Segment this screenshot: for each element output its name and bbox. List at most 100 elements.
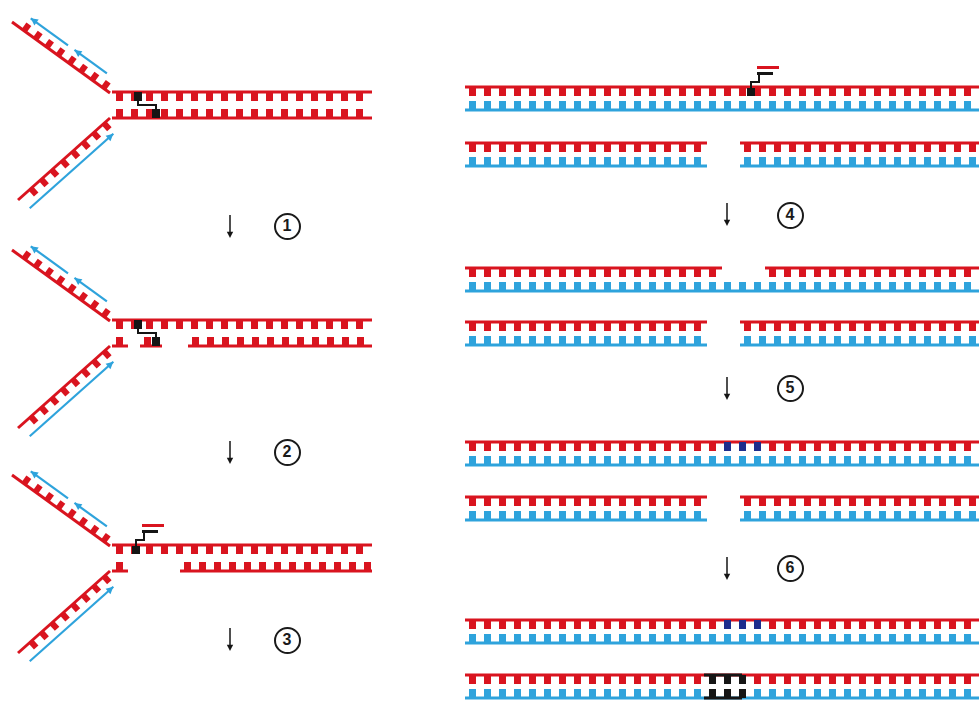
base-rung <box>634 511 641 520</box>
base-rung <box>679 675 686 684</box>
base-rung <box>859 456 866 465</box>
base-rung <box>754 634 761 643</box>
arrow-head <box>74 278 82 285</box>
base-rung <box>529 675 536 684</box>
base-rung <box>544 442 551 451</box>
base-rung <box>73 604 78 610</box>
base-rung <box>679 634 686 643</box>
base-rung <box>874 282 881 291</box>
new-strand-arrow <box>30 587 114 662</box>
arrow-head <box>724 220 730 226</box>
base-rung <box>919 620 926 629</box>
base-rung <box>92 74 97 80</box>
base-rung <box>859 101 866 110</box>
base-rung <box>514 143 521 152</box>
base-rung <box>969 511 976 520</box>
base-rung <box>589 511 596 520</box>
base-rung <box>604 157 611 166</box>
base-rung <box>24 24 29 30</box>
base-rung <box>544 268 551 277</box>
base-rung <box>544 675 551 684</box>
base-rung <box>859 675 866 684</box>
base-rung <box>116 109 123 118</box>
base-rung <box>499 442 506 451</box>
base-rung <box>889 268 896 277</box>
base-rung <box>964 442 971 451</box>
base-rung <box>222 337 229 346</box>
base-rung <box>709 268 716 277</box>
base-rung <box>266 545 273 554</box>
base-rung <box>694 689 701 698</box>
base-rung <box>649 689 656 698</box>
base-rung <box>619 268 626 277</box>
base-rung <box>769 689 776 698</box>
base-rung <box>484 442 491 451</box>
base-rung <box>879 336 886 345</box>
base-rung <box>73 151 78 157</box>
base-rung <box>919 456 926 465</box>
base-rung <box>176 545 183 554</box>
base-rung <box>559 282 566 291</box>
new-strand-arrow <box>31 246 68 273</box>
base-rung <box>589 268 596 277</box>
base-rung <box>41 407 46 413</box>
base-rung <box>514 620 521 629</box>
base-rung <box>789 157 796 166</box>
base-rung <box>894 143 901 152</box>
base-rung <box>266 109 273 118</box>
arrow-head <box>31 471 39 478</box>
base-rung <box>484 322 491 331</box>
base-rung <box>161 92 168 101</box>
base-rung <box>619 101 626 110</box>
base-rung <box>954 157 961 166</box>
base-rung <box>244 562 251 571</box>
base-rung <box>939 157 946 166</box>
base-rung <box>311 92 318 101</box>
arrow-head <box>106 587 114 594</box>
base-rung <box>664 336 671 345</box>
dna-strand <box>465 642 979 645</box>
base-rung <box>829 456 836 465</box>
base-rung <box>934 634 941 643</box>
base-rung <box>341 92 348 101</box>
base-rung <box>889 620 896 629</box>
base-rung <box>649 456 656 465</box>
base-rung <box>769 442 776 451</box>
base-rung <box>649 101 656 110</box>
base-rung <box>709 456 716 465</box>
base-rung <box>744 143 751 152</box>
base-rung <box>184 562 191 571</box>
arrow-head <box>227 232 233 238</box>
base-rung <box>529 620 536 629</box>
base-rung <box>514 101 521 110</box>
base-rung <box>47 269 52 275</box>
lesion-link <box>136 532 144 546</box>
base-rung <box>499 675 506 684</box>
base-rung <box>739 442 746 451</box>
base-rung <box>484 634 491 643</box>
base-rung <box>484 336 491 345</box>
base-rung <box>499 282 506 291</box>
base-rung <box>484 620 491 629</box>
base-rung <box>544 282 551 291</box>
base-rung <box>664 101 671 110</box>
base-rung <box>191 92 198 101</box>
base-rung <box>116 92 123 101</box>
base-rung <box>619 87 626 96</box>
base-rung <box>484 143 491 152</box>
arrow-head <box>74 50 82 57</box>
base-rung <box>52 170 57 176</box>
lesion-link <box>138 100 156 110</box>
base-rung <box>282 337 289 346</box>
base-rung <box>964 634 971 643</box>
base-rung <box>849 511 856 520</box>
base-rung <box>694 456 701 465</box>
base-rung <box>964 268 971 277</box>
dna-duplex <box>465 321 979 347</box>
base-rung <box>83 142 88 148</box>
base-rung <box>754 442 761 451</box>
base-rung <box>559 511 566 520</box>
base-rung <box>559 620 566 629</box>
